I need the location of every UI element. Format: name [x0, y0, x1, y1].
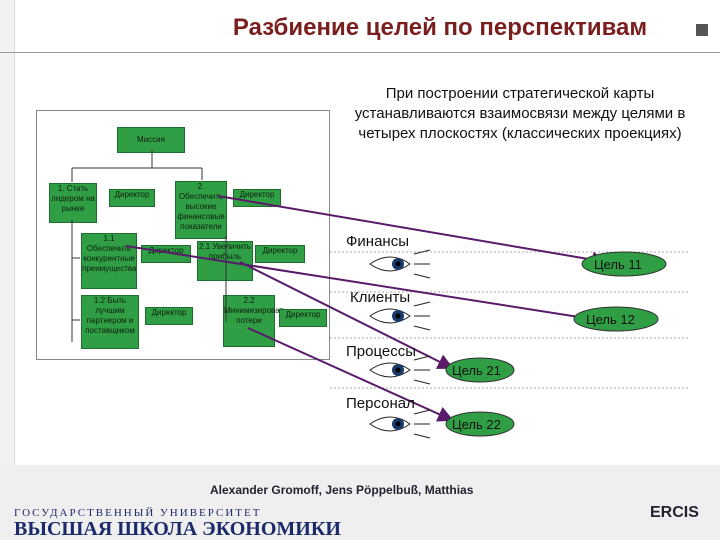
goal-ellipse-22: [445, 411, 515, 437]
owner-box-22: Директор: [279, 309, 327, 327]
goal-ellipse-11: [581, 251, 667, 277]
mapping-arrow: [247, 327, 454, 422]
owner-box-1: Директор: [109, 189, 155, 207]
mapping-arrow: [217, 195, 608, 268]
perspective-label: Финансы: [346, 233, 409, 250]
title-square-bullet: [696, 24, 708, 36]
goal-tree-card: Миссия 1. Стать лидером на рынке 2. Обес…: [36, 110, 330, 360]
goal-ellipse-12: [573, 306, 659, 332]
hse-logo-main: ВЫСШАЯ ШКОЛА ЭКОНОМИКИ: [14, 518, 341, 540]
goal-2-2-box: 2.2 Минимизировать потери: [223, 295, 287, 347]
page-title: Разбиение целей по перспективам: [232, 14, 648, 41]
goal-ellipse-21: [445, 357, 515, 383]
callout-text: При построении стратегической карты уста…: [354, 85, 686, 142]
goal-label-21: Цель 21: [452, 363, 501, 378]
perspective-label: Персонал: [346, 395, 415, 412]
authors-text: Alexander Gromoff, Jens Pöppelbuß, Matth…: [210, 483, 474, 497]
ercis-logo: ERCIS: [650, 504, 699, 521]
mapping-arrow: [125, 245, 600, 326]
perspective-label: Процессы: [346, 343, 417, 360]
hse-logo-top: ГОСУДАРСТВЕННЫЙ УНИВЕРСИТЕТ: [14, 507, 262, 519]
title-divider: [0, 52, 720, 53]
goal-label-11: Цель 11: [594, 257, 642, 272]
goal-1-1-box: 1.1 Обеспечить конкурентные преимущества: [81, 233, 137, 289]
perspective-label: Клиенты: [350, 289, 411, 306]
left-decor-band: [0, 0, 15, 540]
eye-icon: [369, 355, 431, 385]
owner-box-21: Директор: [255, 245, 305, 263]
eye-icon: [369, 249, 431, 279]
eye-icon: [369, 409, 431, 439]
goal-label-22: Цель 22: [452, 417, 501, 432]
eye-icon: [369, 301, 431, 331]
mission-box: Миссия: [117, 127, 185, 153]
hse-logo: ГОСУДАРСТВЕННЫЙ УНИВЕРСИТЕТ ВЫСШАЯ ШКОЛА…: [14, 507, 341, 539]
owner-box-12: Директор: [145, 307, 193, 325]
mapping-arrow: [239, 261, 454, 369]
footer-band: [0, 465, 720, 540]
goal-1-box: 1. Стать лидером на рынке: [49, 183, 97, 223]
goal-1-2-box: 1.2 Быть лучшим партнером и поставщиком: [81, 295, 139, 349]
goal-label-12: Цель 12: [586, 312, 635, 327]
goal-2-box: 2. Обеспечить высокие финансовые показат…: [175, 181, 227, 239]
